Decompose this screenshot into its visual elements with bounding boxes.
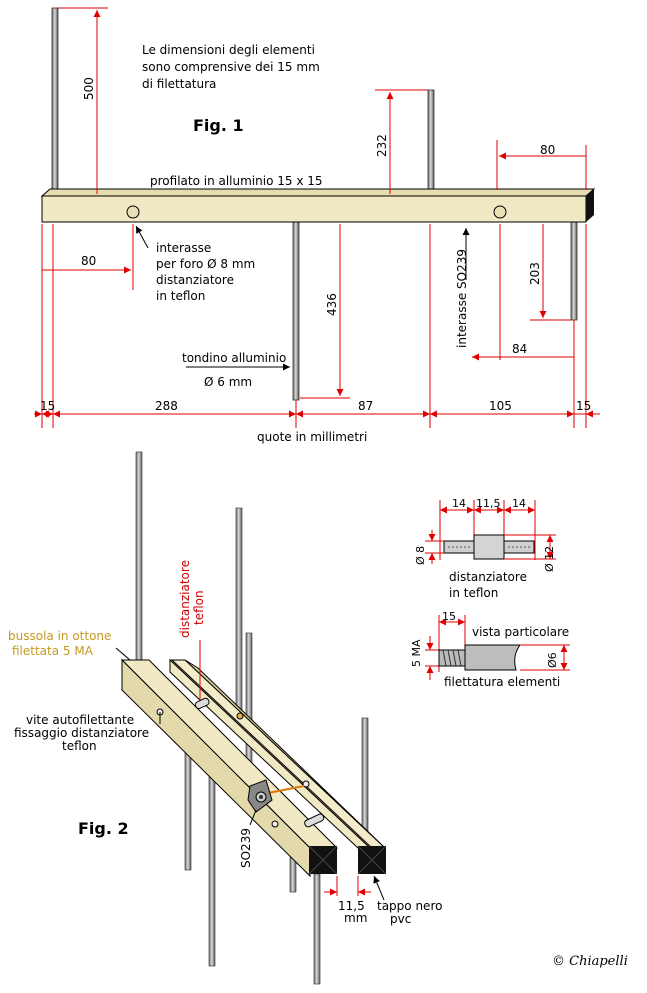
fig2-drawing: Fig. 2 bussola in ottone filettata 5 MA … xyxy=(8,451,628,985)
spacer-detail: 14 11,5 14 Ø 8 Ø 12 distanziatore in tef… xyxy=(414,497,556,600)
spacer-dim-dia8: Ø 8 xyxy=(414,546,427,565)
spacer-caption-1: distanziatore xyxy=(449,570,527,584)
thread-part xyxy=(438,649,466,667)
rod-2-upper xyxy=(235,507,243,719)
note-line-2: sono comprensive dei 15 mm xyxy=(142,60,320,74)
spacer-body xyxy=(473,534,505,560)
bushing-label-2: filettata 5 MA xyxy=(12,644,94,658)
spacer-note-line-2: per foro Ø 8 mm xyxy=(156,257,255,271)
dim-105: 105 xyxy=(489,399,512,413)
note-line-1: Le dimensioni degli elementi xyxy=(142,43,315,57)
dim-500: 500 xyxy=(82,77,96,100)
screw-label-3: teflon xyxy=(62,739,97,753)
spacer-note-line-1: interasse xyxy=(156,241,211,255)
fig1-title: Fig. 1 xyxy=(193,116,244,135)
gap-label-2: mm xyxy=(344,911,367,925)
cap-label-1: tappo nero xyxy=(377,899,442,913)
boom-label: profilato in alluminio 15 x 15 xyxy=(150,174,323,188)
fig2-title: Fig. 2 xyxy=(78,819,129,838)
spacer-label-1: distanziatore xyxy=(178,560,192,638)
dim-436: 436 xyxy=(325,293,339,316)
rod-4-upper xyxy=(361,717,369,839)
rod-4-lower xyxy=(313,873,321,985)
thread-dim-15: 15 xyxy=(442,610,456,623)
so239-label: interasse SO239 xyxy=(455,249,469,348)
rod-label-line-1: tondino alluminio xyxy=(182,351,286,365)
front-beam xyxy=(120,659,339,849)
screw-label-1: vite autofilettante xyxy=(26,713,134,727)
thread-dim-dia6: Ø6 xyxy=(546,652,559,668)
dim-15-right: 15 xyxy=(576,399,591,413)
reflector-element xyxy=(51,7,59,197)
dim-15-left: 15 xyxy=(40,399,55,413)
rod-1-lower xyxy=(184,749,192,871)
spacer-caption-2: in teflon xyxy=(449,586,498,600)
spacer-dim-dia12: Ø 12 xyxy=(543,546,556,572)
spacer-note-line-3: distanziatore xyxy=(156,273,234,287)
dim-84: 84 xyxy=(512,342,527,356)
cap-label-2: pvc xyxy=(390,912,411,926)
fig1-drawing: Fig. 1 Le dimensioni degli elementi sono… xyxy=(34,7,600,444)
spacer-dim-14b: 14 xyxy=(512,497,526,510)
dim-80-left: 80 xyxy=(81,254,96,268)
spacer-slot-bottom xyxy=(304,813,325,828)
rod-2-lower xyxy=(208,767,216,967)
thread-dim-5ma: 5 MA xyxy=(410,639,423,667)
screw-label-2: fissaggio distanziatore xyxy=(14,726,149,740)
spacer-hole-right xyxy=(493,205,507,219)
dim-80-top: 80 xyxy=(540,143,555,157)
dim-288: 288 xyxy=(155,399,178,413)
rod-3-upper xyxy=(245,632,253,774)
signature: © Chiapelli xyxy=(552,954,628,969)
thread-title: vista particolare xyxy=(472,625,569,639)
fig2-so239-label: SO239 xyxy=(239,828,253,868)
driven-element xyxy=(292,221,300,401)
dim-232: 232 xyxy=(375,134,389,157)
thread-caption: filettatura elementi xyxy=(444,675,560,689)
dim-87: 87 xyxy=(358,399,373,413)
rod-part xyxy=(464,644,521,671)
dim-203: 203 xyxy=(528,262,542,285)
rod-1-upper xyxy=(135,451,143,671)
spacer-label-2: teflon xyxy=(192,590,206,625)
bushing-label-1: bussola in ottone xyxy=(8,629,111,643)
spacer-hole-left xyxy=(126,205,140,219)
spacer-dim-14a: 14 xyxy=(452,497,466,510)
spacer-note-line-4: in teflon xyxy=(156,289,205,303)
spacer-slot-top xyxy=(194,697,210,710)
short-element xyxy=(570,221,578,321)
thread-detail: 15 5 MA Ø6 vista particolare filettatura… xyxy=(410,610,570,689)
units-note: quote in millimetri xyxy=(257,430,367,444)
note-line-3: di filettatura xyxy=(142,77,216,91)
director-element xyxy=(427,89,435,197)
spacer-dim-11-5: 11,5 xyxy=(476,497,501,510)
boom-end-cap xyxy=(586,189,594,222)
rod-label-line-2: Ø 6 mm xyxy=(204,375,252,389)
gap-label-1: 11,5 xyxy=(338,899,365,913)
